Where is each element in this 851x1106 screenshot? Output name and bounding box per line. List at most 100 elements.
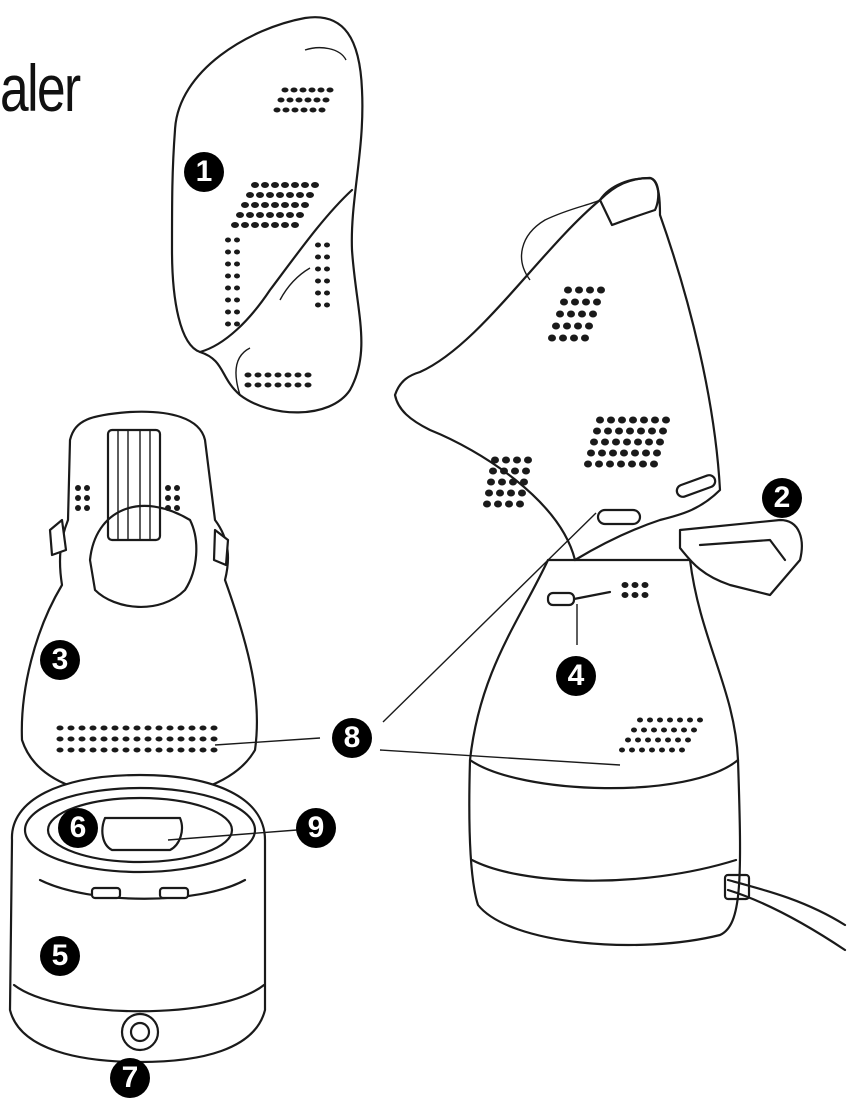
vent-hole [590, 438, 598, 446]
vent-hole [234, 261, 240, 267]
vent-hole [317, 87, 325, 93]
vent-hole [155, 725, 163, 731]
vent-hole [274, 372, 282, 378]
vent-hole [225, 249, 231, 255]
vent-hole [301, 182, 309, 188]
vent-hole [582, 298, 590, 306]
vent-hole [256, 212, 264, 218]
vent-hole [639, 460, 647, 468]
vent-hole [241, 222, 249, 228]
callout-9: 9 [296, 808, 336, 848]
vent-hole [500, 467, 508, 475]
vent-hole [621, 592, 629, 598]
vent-hole [634, 438, 642, 446]
vent-hole [234, 237, 240, 243]
vent-hole [518, 489, 526, 497]
vent-hole [264, 382, 272, 388]
vent-hole [491, 456, 499, 464]
vent-hole [612, 438, 620, 446]
vent-hole [507, 489, 515, 497]
vent-hole [241, 202, 249, 208]
vent-hole [685, 737, 691, 743]
vent-hole [559, 334, 567, 342]
vent-hole [234, 273, 240, 279]
callout-6: 6 [58, 808, 98, 848]
vent-hole [234, 309, 240, 315]
vent-hole [225, 297, 231, 303]
vent-hole [586, 286, 594, 294]
vent-hole [556, 310, 564, 318]
vent-hole [165, 485, 171, 491]
vent-hole [659, 747, 665, 753]
vent-hole [662, 416, 670, 424]
vent-hole [225, 309, 231, 315]
vent-hole [648, 427, 656, 435]
vent-hole [295, 97, 303, 103]
vent-hole [286, 192, 294, 198]
vent-hole [647, 717, 653, 723]
vent-hole [251, 222, 259, 228]
vent-hole [276, 192, 284, 198]
vent-hole [657, 717, 663, 723]
vent-hole [284, 382, 292, 388]
vent-hole [645, 737, 651, 743]
vent-hole [274, 382, 282, 388]
vent-hole [570, 334, 578, 342]
vent-hole [560, 298, 568, 306]
vent-hole [177, 725, 185, 731]
vent-hole [494, 500, 502, 508]
vent-hole [100, 736, 108, 742]
vent-hole [67, 725, 75, 731]
vent-hole [324, 254, 330, 260]
vent-hole [595, 460, 603, 468]
vent-hole [277, 97, 285, 103]
vent-hole [294, 372, 302, 378]
vent-hole [626, 427, 634, 435]
assembled-unit [393, 176, 847, 952]
vent-hole [225, 237, 231, 243]
vent-hole [273, 107, 281, 113]
vent-hole [483, 500, 491, 508]
vent-hole [225, 321, 231, 327]
vent-hole [489, 467, 497, 475]
vent-hole [144, 747, 152, 753]
vent-hole [593, 427, 601, 435]
vent-hole [697, 717, 703, 723]
vent-hole [651, 416, 659, 424]
vent-hole [575, 286, 583, 294]
vent-hole [100, 725, 108, 731]
vent-hole [133, 725, 141, 731]
vent-hole [234, 249, 240, 255]
vent-hole [621, 582, 629, 588]
vent-hole [655, 737, 661, 743]
vent-hole [188, 736, 196, 742]
vent-hole [311, 182, 319, 188]
vent-hole [623, 438, 631, 446]
vent-hole [691, 727, 697, 733]
vent-hole [641, 727, 647, 733]
vent-hole [210, 725, 218, 731]
vent-hole [234, 285, 240, 291]
vent-hole [165, 495, 171, 501]
vent-hole [111, 725, 119, 731]
vent-hole [174, 495, 180, 501]
vent-hole [642, 449, 650, 457]
vent-hole [324, 290, 330, 296]
vent-hole [309, 107, 317, 113]
vent-hole [225, 261, 231, 267]
vent-hole [301, 202, 309, 208]
callout-7: 7 [110, 1058, 150, 1098]
vent-hole [231, 222, 239, 228]
vent-hole [78, 736, 86, 742]
vent-hole [671, 727, 677, 733]
vent-hole [485, 489, 493, 497]
vent-hole [174, 485, 180, 491]
vent-hole [56, 725, 64, 731]
vent-hole [548, 334, 556, 342]
vent-hole [56, 736, 64, 742]
vent-hole [669, 747, 675, 753]
vent-hole [210, 747, 218, 753]
vent-hole [254, 372, 262, 378]
callout-8: 8 [332, 718, 372, 758]
vent-hole [513, 456, 521, 464]
